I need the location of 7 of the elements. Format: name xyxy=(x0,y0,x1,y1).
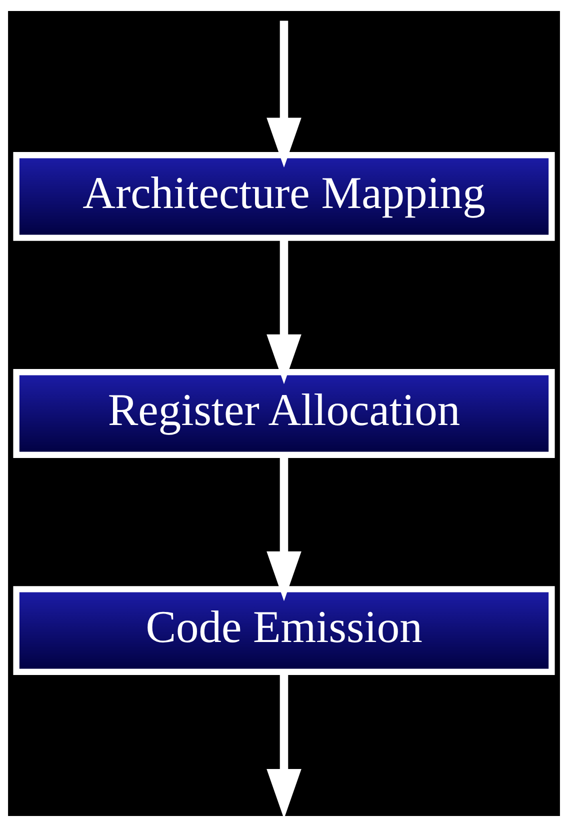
arrow xyxy=(266,672,302,816)
arrow xyxy=(266,456,302,602)
node-box: Register Allocation xyxy=(13,369,555,458)
node-box: Architecture Mapping xyxy=(13,152,555,241)
arrow xyxy=(266,20,302,168)
arrow xyxy=(266,238,302,384)
node-box: Code Emission xyxy=(13,586,555,675)
